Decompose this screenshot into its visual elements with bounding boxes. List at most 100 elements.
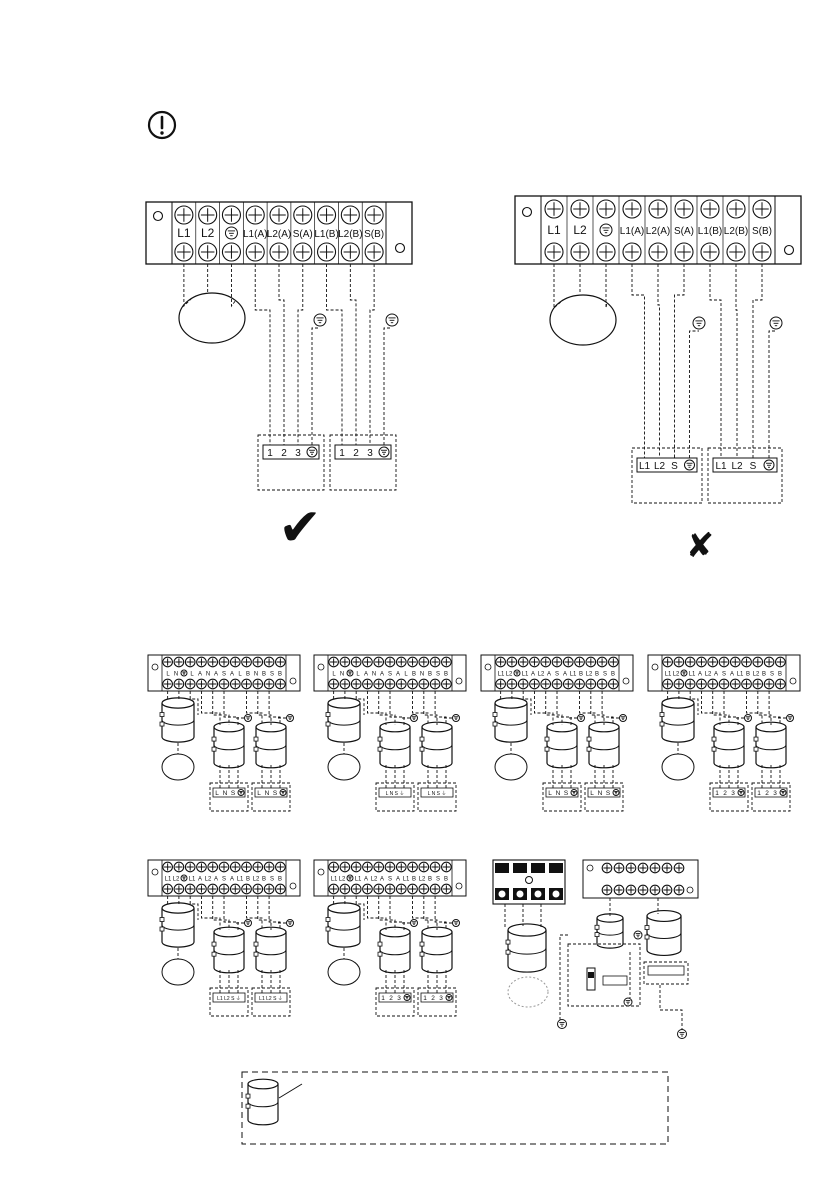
terminal-label: L1 [737,672,744,678]
shield-wire [383,327,392,445]
unit-terminal-label: L [257,790,261,797]
terminal-label: S [388,877,392,883]
cable-top [494,697,528,709]
connector-screw [498,890,506,898]
cable-ring [646,932,682,939]
unit-terminal-label: 1 [381,995,385,1002]
signal-wire [389,691,405,725]
terminal-label: L2 [371,877,378,883]
terminal-label: L1 [547,223,561,237]
cable-ring [596,930,624,936]
terminal-label: L1(A) [243,229,267,240]
cable-top [646,909,682,923]
cable-top [255,721,287,733]
unit-terminal-label: 3 [397,995,401,1002]
signal-wire [278,264,285,445]
shielded-cable-icon [325,902,361,948]
shield-wire [689,330,699,458]
signal-wire [257,691,272,725]
unit-terminal-label: L2 [654,461,666,472]
terminal-label: L [356,672,360,678]
terminal-label: B [262,672,266,678]
cable-ring [327,924,361,931]
cable-clip [492,712,498,717]
cable-clip [594,924,600,930]
cable-bottom [507,965,547,973]
indoor-unit-boundary [375,987,415,1017]
cable-body [379,727,411,763]
terminal-label: S [436,672,440,678]
terminal-label: L2 [586,672,593,678]
terminal-label: B [428,672,432,678]
unit-terminal-strip [636,457,698,473]
cable-top [327,902,361,914]
terminal-label: S(A) [674,226,694,237]
terminal-label: A [198,877,202,883]
terminal-label: A [214,877,218,883]
terminal-label: L2 [753,672,760,678]
shielded-cable-icon [377,926,411,974]
terminal-label: A [396,877,400,883]
terminal-label: S(B) [364,229,384,240]
signal-wire [389,896,405,930]
cable-clip [159,712,165,717]
signal-wire [556,691,572,725]
cable-top [588,721,620,733]
signal-wire [246,896,263,930]
cable-ring [507,947,547,955]
connector-pin [495,863,509,873]
terminal-label: L2 [673,672,680,678]
cable-top [213,926,245,938]
power-supply-oval [661,753,695,781]
power-wire [355,896,365,920]
shielded-cable-icon [211,926,245,974]
unit-terminal-label: 1 [715,790,719,797]
indoor-unit-boundary [257,434,325,491]
signal-wire [434,896,447,930]
power-wire [189,896,199,920]
terminal-label: L1 [331,877,338,883]
unit-terminal-label: N [556,790,561,797]
terminal-label: S [722,672,726,678]
mounting-hole [525,876,533,884]
signal-wire [367,896,387,930]
unit-terminal-label: 2 [281,448,287,459]
cable-bottom [494,736,528,743]
shielded-cable-icon [419,926,453,974]
cable-top [546,721,578,733]
cable-clip [253,951,259,957]
mounting-hole [586,864,594,872]
terminal-label: L2 [419,877,426,883]
terminal-label: L1 [165,877,172,883]
terminal-label: L [332,672,336,678]
signal-wire [545,691,563,725]
cable-ring [213,744,245,751]
cable-bottom [327,736,361,743]
unit-terminal-label: L [215,790,219,797]
connector-pin [531,863,545,873]
power-supply-oval [494,753,528,781]
indoor-unit-boundary [751,782,791,812]
terminal-label: S [222,877,226,883]
shielded-cable-icon [325,697,361,743]
cable-clip [325,917,331,922]
terminal-label: N [420,672,424,678]
terminal-label: A [698,672,702,678]
unit-terminal-label: 2 [389,995,393,1002]
shielded-cable-legend [241,1071,669,1145]
signal-wire [268,896,281,930]
cable-clip [644,934,650,940]
signal-wire [367,691,387,725]
unit-terminal-label: L1 [715,461,727,472]
terminal-label: L2 [201,226,215,240]
signal-wire [701,691,721,725]
terminal-label: A [230,672,234,678]
terminal-label: S [222,672,226,678]
cable-clip [377,941,383,947]
shielded-cable-icon [159,697,195,743]
cable-bottom [161,941,195,948]
cable-clip [253,746,259,752]
terminal-label: L1 [355,877,362,883]
terminal-label: N [340,672,344,678]
